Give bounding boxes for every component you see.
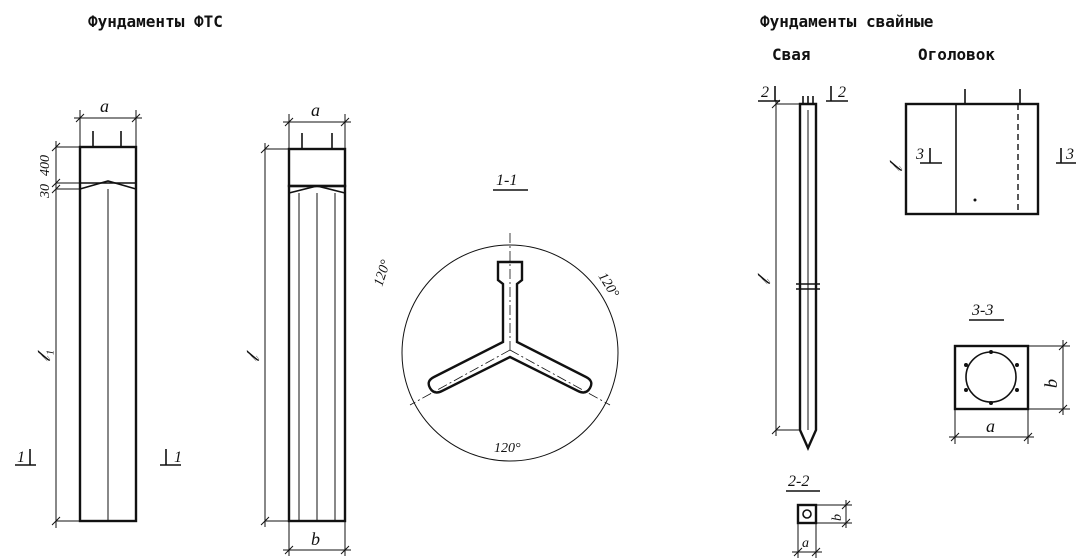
- ftc1-cut-left: 1: [17, 449, 25, 466]
- ftc2-width-label: a: [311, 100, 320, 120]
- section11-angle-right: 120°: [595, 270, 622, 301]
- ftc2-bottom-label: b: [311, 529, 320, 549]
- pile: 2 2 𝓁: [754, 84, 848, 451]
- section22-width-label: a: [802, 536, 809, 551]
- ftc2-length-label: 𝓁: [243, 350, 263, 362]
- cap: 3 3 𝓁: [886, 89, 1076, 216]
- pile-cut-left: 2: [761, 84, 769, 101]
- cap-cut-left: 3: [915, 146, 924, 163]
- section33-width-label: a: [986, 416, 995, 436]
- section11-angle-bottom: 120°: [494, 441, 521, 456]
- ftc-foundation-1: a 400 30 𝓁₁ 1 1: [15, 96, 182, 528]
- left-title: Фундаменты ФТС: [88, 12, 223, 31]
- ftc1-cut-right: 1: [174, 449, 182, 466]
- pile-length-label: 𝓁: [754, 273, 774, 285]
- ftc1-dim-top: 400: [38, 155, 53, 176]
- section-2-2: 2-2 b a: [786, 473, 852, 558]
- cap-length-label: 𝓁: [886, 160, 906, 172]
- section-3-3: 3-3 b a: [949, 302, 1070, 444]
- cap-label: Оголовок: [918, 45, 995, 64]
- section11-angle-left: 120°: [372, 258, 395, 288]
- ftc-foundation-2: a 𝓁 b: [243, 100, 351, 556]
- cap-cut-right: 3: [1065, 146, 1074, 163]
- pile-cut-right: 2: [838, 84, 846, 101]
- section33-height-label: b: [1041, 379, 1061, 388]
- section22-height-label: b: [830, 514, 845, 521]
- pile-label: Свая: [772, 45, 811, 64]
- section22-title: 2-2: [788, 473, 809, 490]
- section11-title: 1-1: [496, 172, 517, 189]
- section33-title: 3-3: [971, 302, 993, 319]
- right-title: Фундаменты свайные: [760, 12, 933, 31]
- section-1-1: 1-1 120° 120° 120°: [372, 172, 622, 462]
- ftc1-width-label: a: [100, 96, 109, 116]
- ftc1-dim-mid: 30: [38, 184, 53, 199]
- ftc1-length-label: 𝓁₁: [34, 350, 54, 362]
